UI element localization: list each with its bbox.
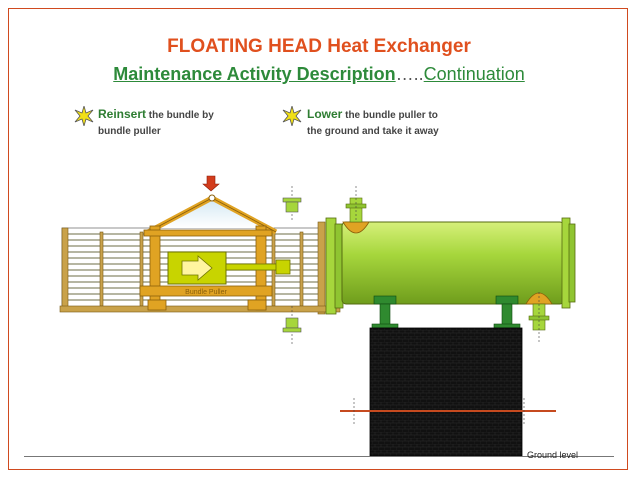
- nozzle-bottom-left: [282, 306, 302, 344]
- step-keyword: Reinsert: [98, 107, 147, 121]
- subtitle-continuation: Continuation: [423, 64, 525, 84]
- head-flange: [325, 217, 344, 315]
- slide-border: [8, 8, 628, 470]
- nozzle-top-left: [282, 186, 302, 222]
- slide-title: FLOATING HEAD Heat Exchanger: [167, 36, 471, 57]
- bundle-puller: Bundle Puller: [139, 194, 291, 311]
- exchanger-shell: [341, 186, 576, 344]
- subtitle-main: Maintenance Activity Description: [113, 64, 396, 84]
- slide-subtitle: Maintenance Activity Description…..Conti…: [0, 64, 638, 85]
- step-text-line1: the bundle puller to: [342, 110, 438, 121]
- ground-line: [24, 456, 614, 457]
- step-reinsert: Reinsert the bundle by bundle puller: [98, 106, 214, 140]
- subtitle-dots: …..: [395, 64, 424, 84]
- step-lower: Lower the bundle puller to the ground an…: [307, 106, 439, 140]
- sun-star-icon: [74, 106, 94, 126]
- saddle-supports: [371, 295, 521, 329]
- sun-star-icon: [282, 106, 302, 126]
- right-arrow-icon: [181, 255, 213, 281]
- down-arrow-icon: [202, 175, 220, 192]
- bundle-puller-label: Bundle Puller: [185, 289, 227, 296]
- step-text-line1: the bundle by: [146, 110, 214, 121]
- ground-level-label: Ground level: [527, 450, 579, 460]
- foundation-pedestal: [340, 327, 556, 457]
- step-text-line2: the ground and take it away: [307, 126, 439, 137]
- step-text-line2: bundle puller: [98, 126, 161, 137]
- step-keyword: Lower: [307, 107, 343, 121]
